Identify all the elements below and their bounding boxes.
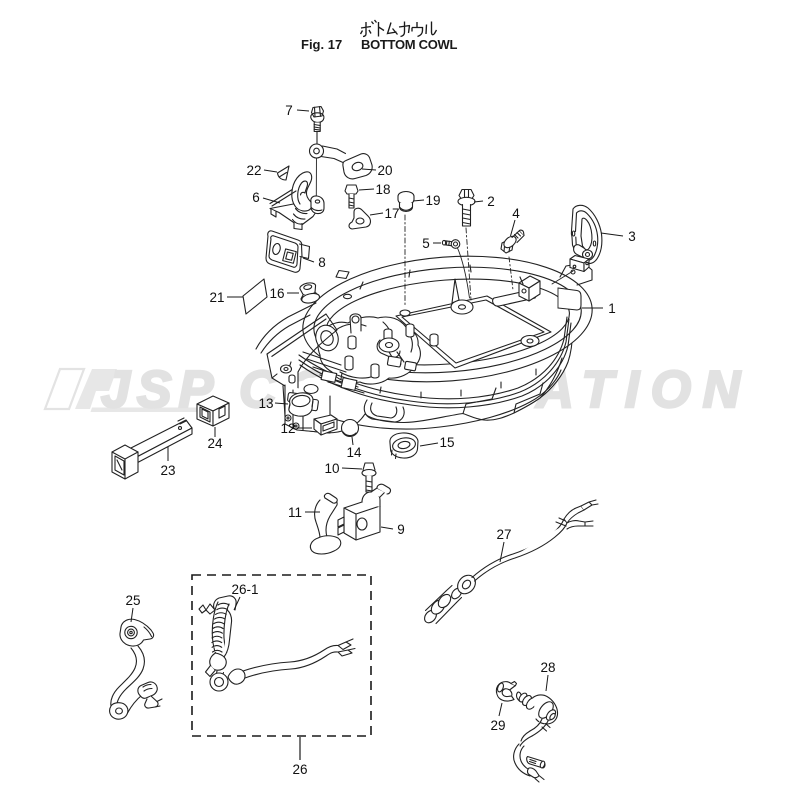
- svg-text:4: 4: [512, 206, 520, 221]
- svg-text:26-1: 26-1: [231, 582, 258, 597]
- svg-text:20: 20: [377, 163, 392, 178]
- svg-text:12: 12: [280, 421, 295, 436]
- svg-text:7: 7: [285, 103, 293, 118]
- svg-text:10: 10: [324, 461, 339, 476]
- svg-text:29: 29: [490, 718, 505, 733]
- svg-text:1: 1: [608, 301, 616, 316]
- svg-text:2: 2: [487, 194, 495, 209]
- svg-text:16: 16: [269, 286, 284, 301]
- svg-text:9: 9: [397, 522, 405, 537]
- svg-text:13: 13: [258, 396, 273, 411]
- svg-text:Fig. 17: Fig. 17: [301, 37, 342, 52]
- svg-text:25: 25: [125, 593, 140, 608]
- svg-text:19: 19: [425, 193, 440, 208]
- svg-text:23: 23: [160, 463, 175, 478]
- svg-text:14: 14: [346, 445, 362, 460]
- svg-text:3: 3: [628, 229, 636, 244]
- svg-text:17: 17: [384, 206, 399, 221]
- svg-text:27: 27: [496, 527, 511, 542]
- svg-text:18: 18: [375, 182, 390, 197]
- svg-text:5: 5: [422, 236, 430, 251]
- svg-text:24: 24: [207, 436, 223, 451]
- svg-text:11: 11: [288, 505, 302, 520]
- svg-text:8: 8: [318, 255, 326, 270]
- svg-text:JSP: JSP: [101, 361, 220, 419]
- svg-text:21: 21: [209, 290, 224, 305]
- svg-text:28: 28: [540, 660, 555, 675]
- svg-text:22: 22: [246, 163, 261, 178]
- svg-text:26: 26: [292, 762, 307, 777]
- svg-text:15: 15: [439, 435, 454, 450]
- svg-text:6: 6: [252, 190, 260, 205]
- svg-text:BOTTOM COWL: BOTTOM COWL: [361, 37, 457, 52]
